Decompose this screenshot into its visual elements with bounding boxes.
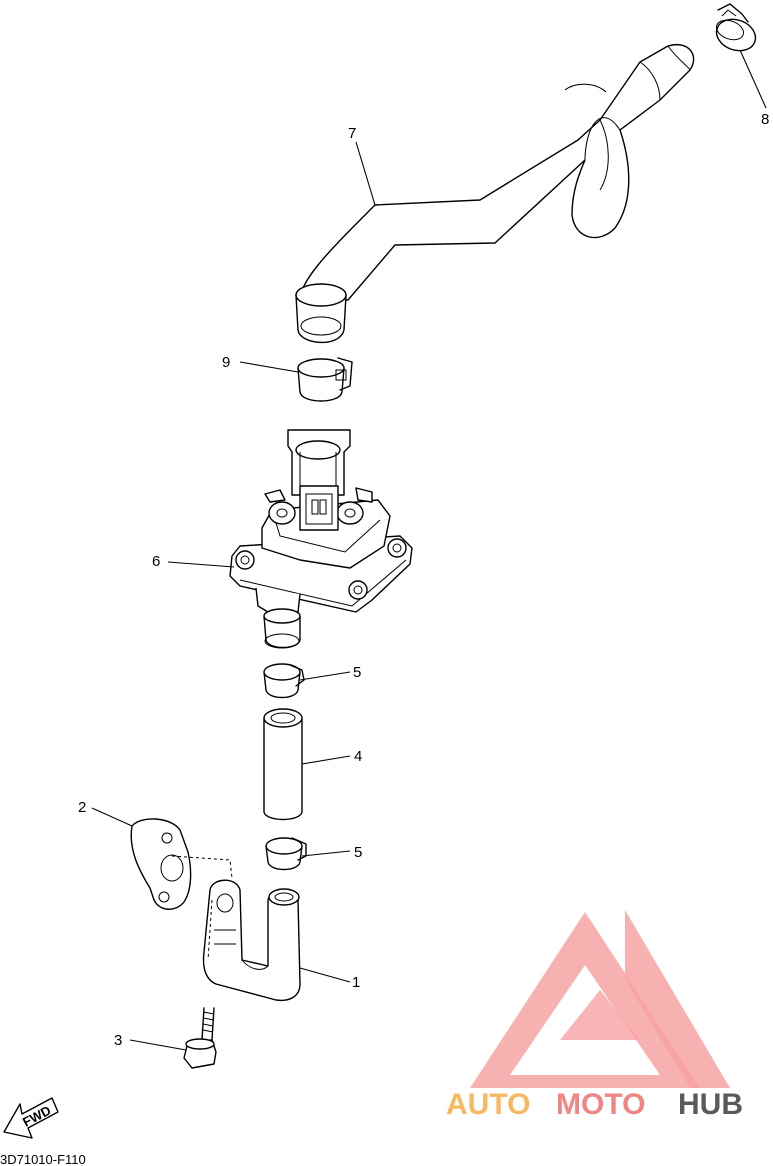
callout-7: 7 <box>348 125 356 142</box>
watermark-moto-text: MOTO <box>556 1088 645 1121</box>
part-6-valve <box>229 429 413 649</box>
watermark-auto-text: AUTO <box>446 1088 530 1121</box>
callout-labels: 7 8 9 6 5 4 5 2 1 3 <box>78 111 769 1049</box>
callout-6: 6 <box>152 553 160 570</box>
part-3-bolt <box>183 1007 217 1069</box>
part-2-gasket <box>130 818 233 910</box>
callout-2: 2 <box>78 799 86 816</box>
leader-lines <box>91 49 767 1051</box>
callout-4: 4 <box>354 748 362 765</box>
part-5-clamp-lower <box>265 837 307 871</box>
callout-8: 8 <box>761 111 769 128</box>
callout-5-lower: 5 <box>354 844 362 861</box>
diagram-code: 3D71010-F110 <box>0 1152 86 1166</box>
callout-1: 1 <box>352 974 360 991</box>
callout-3: 3 <box>114 1032 122 1049</box>
watermark-logo: AUTO MOTO HUB <box>446 910 743 1121</box>
callout-5-upper: 5 <box>353 664 361 681</box>
part-1-pipe <box>202 879 301 1002</box>
part-8-clamp <box>715 3 757 52</box>
part-4-hose <box>263 708 303 821</box>
callout-9: 9 <box>222 354 230 371</box>
part-9-clamp <box>297 357 353 402</box>
watermark-hub-text: HUB <box>678 1088 743 1121</box>
fwd-label: FWD <box>20 1103 53 1130</box>
fwd-arrow: FWD <box>3 1097 59 1139</box>
part-7-hose <box>295 43 695 344</box>
part-5-clamp-upper <box>263 663 305 699</box>
